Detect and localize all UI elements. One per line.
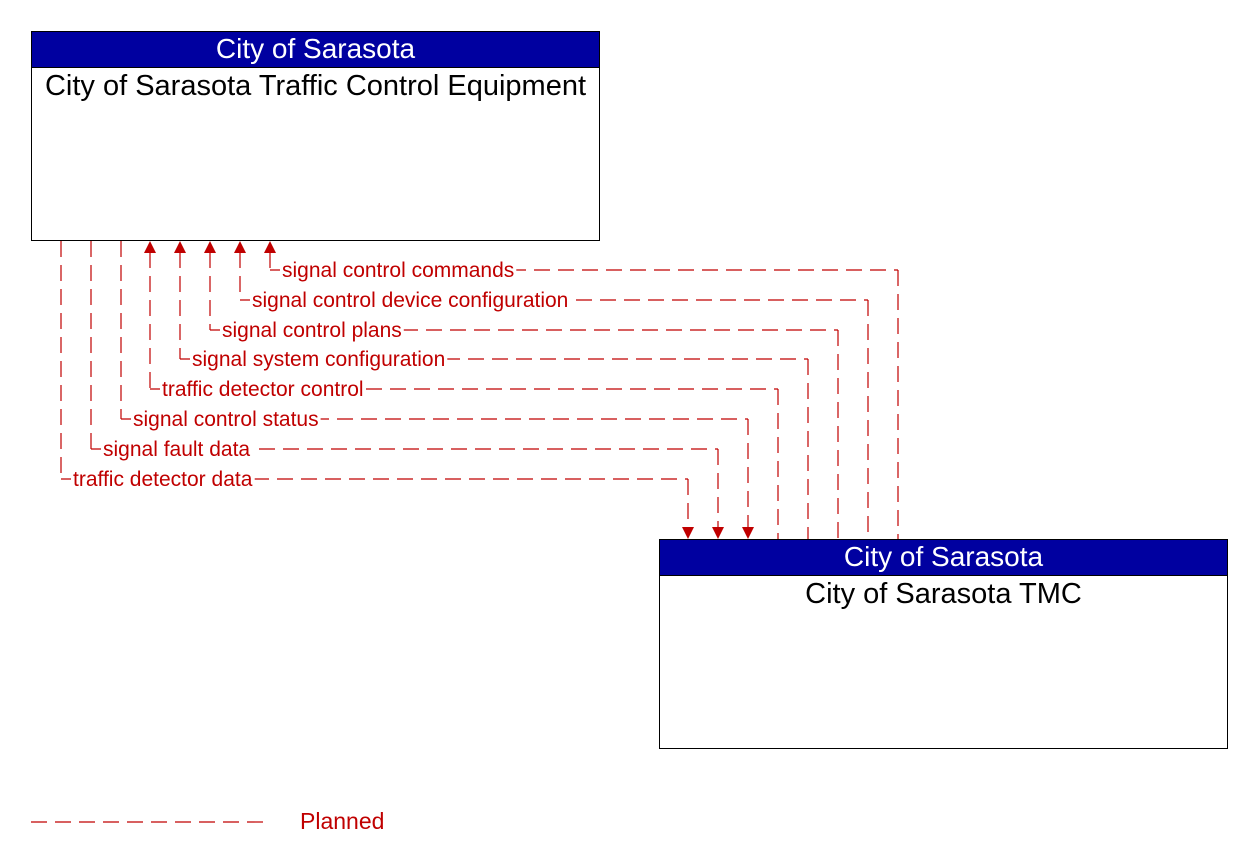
arrow-up-icon: [174, 241, 186, 253]
traffic-control-owner-header: City of Sarasota: [32, 32, 599, 68]
flow-6[interactable]: signal fault data: [90, 241, 724, 539]
arrow-down-icon: [742, 527, 754, 539]
arrow-up-icon: [234, 241, 246, 253]
flow-7[interactable]: traffic detector data: [60, 241, 694, 539]
flow-label: signal control commands: [282, 259, 514, 282]
tmc-name: City of Sarasota TMC: [805, 578, 1082, 610]
flow-label-bg: [220, 326, 404, 334]
flow-4[interactable]: traffic detector control: [144, 241, 779, 539]
tmc-box[interactable]: City of Sarasota City of Sarasota TMC: [659, 539, 1228, 749]
flow-3[interactable]: signal system configuration: [174, 241, 809, 539]
flow-label-bg: [250, 296, 571, 304]
arrow-down-icon: [712, 527, 724, 539]
flow-label-bg: [190, 355, 448, 363]
flow-label-bg: [101, 445, 253, 453]
flow-label: traffic detector data: [73, 468, 253, 491]
flow-label: signal fault data: [103, 438, 250, 461]
arrow-up-icon: [144, 241, 156, 253]
flow-5[interactable]: signal control status: [120, 241, 754, 539]
flow-1[interactable]: signal control device configuration: [234, 241, 869, 539]
flow-label: signal control plans: [222, 319, 402, 342]
arrow-down-icon: [682, 527, 694, 539]
flow-label-bg: [280, 266, 517, 274]
flow-label: signal control status: [133, 408, 319, 431]
flow-label-bg: [71, 475, 255, 483]
arrow-up-icon: [204, 241, 216, 253]
traffic-control-equipment-box[interactable]: City of Sarasota City of Sarasota Traffi…: [31, 31, 600, 241]
flow-label-bg: [131, 415, 321, 423]
flow-label: traffic detector control: [162, 378, 364, 401]
arrow-up-icon: [264, 241, 276, 253]
traffic-control-name: City of Sarasota Traffic Control Equipme…: [44, 70, 587, 102]
legend-planned-label: Planned: [300, 808, 385, 834]
flow-label: signal control device configuration: [252, 289, 568, 312]
flow-0[interactable]: signal control commands: [264, 241, 899, 539]
flow-2[interactable]: signal control plans: [204, 241, 839, 539]
tmc-owner-header: City of Sarasota: [660, 540, 1227, 576]
flow-label: signal system configuration: [192, 348, 445, 371]
flow-label-bg: [160, 385, 366, 393]
